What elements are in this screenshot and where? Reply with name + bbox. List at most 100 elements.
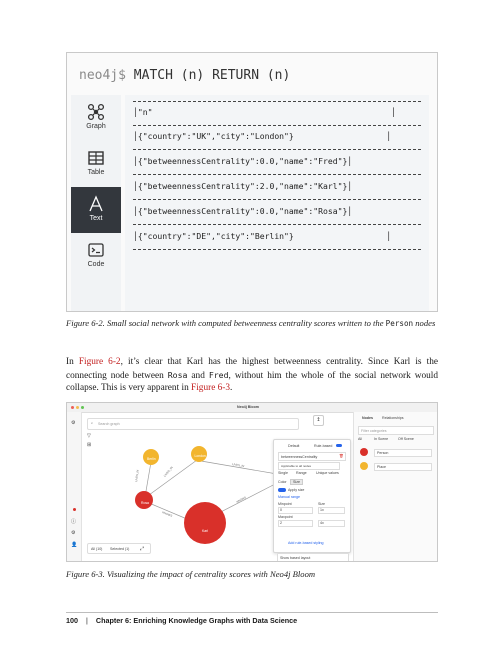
info-icon[interactable]: ⓘ bbox=[71, 519, 77, 525]
node-label: Rosa bbox=[141, 501, 149, 505]
perspective-icon[interactable]: ⚙ bbox=[71, 420, 76, 426]
table-border bbox=[133, 125, 421, 126]
node-label: Berlin bbox=[147, 457, 156, 461]
rule-toggle[interactable] bbox=[336, 444, 342, 447]
layout-icon[interactable]: ⊞ bbox=[87, 442, 92, 448]
node-label: London bbox=[195, 454, 206, 458]
node-karl[interactable]: Karl bbox=[184, 502, 226, 544]
category-place[interactable]: Place bbox=[374, 463, 432, 471]
query-bar[interactable]: neo4j$ MATCH (n) RETURN (n) bbox=[79, 61, 429, 91]
close-window-icon[interactable] bbox=[71, 406, 74, 409]
table-border bbox=[133, 199, 421, 200]
rule-styling-panel: Default Rule-based betweennessCentrality… bbox=[273, 439, 351, 553]
tab-size[interactable]: Size bbox=[290, 479, 303, 485]
body-paragraph: In Figure 6-2, it’s clear that Karl has … bbox=[66, 356, 438, 395]
inline-code: Rosa bbox=[167, 369, 188, 380]
option-range[interactable]: Range bbox=[296, 471, 307, 475]
window-titlebar: Neo4j Bloom bbox=[67, 403, 437, 413]
caption-text-end: nodes bbox=[413, 318, 436, 328]
query-text: MATCH (n) RETURN (n) bbox=[133, 68, 291, 83]
view-tab-label: Table bbox=[87, 169, 105, 176]
view-tab-table[interactable]: Table bbox=[71, 141, 121, 187]
maxpoint-label: Maxpoint bbox=[278, 515, 293, 519]
text: , without him the whole of the social ne… bbox=[66, 370, 438, 394]
add-rule-button[interactable]: Add rule-based styling bbox=[288, 541, 324, 545]
edge-label: LIVES_IN bbox=[163, 466, 174, 478]
option-single[interactable]: Single bbox=[278, 471, 288, 475]
tab-default[interactable]: Default bbox=[288, 444, 300, 448]
filter-icon[interactable]: ▽ bbox=[87, 433, 91, 439]
view-tab-code[interactable]: Code bbox=[71, 233, 121, 279]
expand-icon[interactable]: ⤢ bbox=[140, 545, 145, 552]
table-border bbox=[133, 249, 421, 250]
table-border bbox=[133, 224, 421, 225]
legend-panel: Nodes Relationships Filter categories Al… bbox=[353, 412, 437, 561]
view-tab-label: Graph bbox=[86, 123, 106, 130]
edge[interactable] bbox=[148, 502, 188, 520]
maximize-window-icon[interactable] bbox=[81, 406, 84, 409]
text: . bbox=[230, 383, 233, 394]
minimize-window-icon[interactable] bbox=[76, 406, 79, 409]
option-unique-values[interactable]: Unique values bbox=[316, 471, 339, 475]
result-header: │"n" │ bbox=[133, 107, 397, 117]
text-icon bbox=[89, 195, 103, 212]
text: and bbox=[187, 370, 209, 381]
inline-code: Fred bbox=[208, 369, 229, 380]
min-value-input[interactable]: 0 bbox=[278, 507, 313, 514]
tab-relationships[interactable]: Relationships bbox=[382, 416, 404, 420]
figure-6-2-caption: Figure 6-2. Small social network with co… bbox=[66, 318, 438, 329]
min-size-select[interactable]: 1x bbox=[318, 507, 345, 514]
edge-label: LIVES_IN bbox=[134, 469, 140, 482]
filter-categories-input[interactable]: Filter categories bbox=[358, 426, 434, 435]
search-placeholder: Search graph bbox=[98, 421, 120, 426]
edge[interactable] bbox=[144, 461, 152, 498]
tab-rule-based[interactable]: Rule-based bbox=[314, 444, 333, 448]
radio-off-scene[interactable]: Off Scene bbox=[398, 437, 414, 441]
table-border bbox=[133, 174, 421, 175]
max-size-select[interactable]: 4x bbox=[318, 520, 345, 527]
tab-nodes[interactable]: Nodes bbox=[362, 416, 373, 420]
edge[interactable] bbox=[200, 460, 284, 476]
notification-dot-icon bbox=[73, 508, 76, 511]
figure-link[interactable]: Figure 6-2 bbox=[78, 357, 121, 367]
figure-link[interactable]: Figure 6-3 bbox=[191, 383, 231, 394]
tab-color[interactable]: Color bbox=[278, 480, 287, 484]
footer-divider: | bbox=[86, 616, 88, 625]
result-view-sidebar: Graph Table Text Code bbox=[71, 95, 121, 311]
radio-in-scene[interactable]: In Scene bbox=[374, 437, 389, 441]
max-value-input[interactable]: 2 bbox=[278, 520, 313, 527]
search-icon: ⌕ bbox=[91, 421, 94, 425]
text: In bbox=[66, 357, 79, 367]
node-berlin[interactable]: Berlin bbox=[143, 449, 159, 465]
result-row: │{"country":"UK","city":"London"} │ bbox=[133, 131, 392, 141]
search-input[interactable]: ⌕ Search graph bbox=[87, 418, 299, 430]
selection-status[interactable]: All (10) Selected (1) ⤢ bbox=[87, 543, 151, 554]
layout-dropdown[interactable]: Show based layout bbox=[277, 553, 349, 561]
radio-all[interactable]: All bbox=[358, 437, 362, 441]
node-rosa[interactable]: Rosa bbox=[135, 491, 153, 509]
user-icon[interactable]: 👤 bbox=[71, 542, 78, 548]
export-button[interactable]: ↥ bbox=[313, 415, 324, 426]
text: , it’s clear that Karl has the highest b… bbox=[66, 357, 438, 381]
edge-label: KNOWS bbox=[236, 495, 247, 504]
query-prompt: neo4j$ bbox=[79, 68, 126, 83]
category-person[interactable]: Person bbox=[374, 449, 432, 457]
delete-icon[interactable]: 🗑 bbox=[339, 454, 344, 458]
settings-icon[interactable]: ⚙ bbox=[71, 530, 76, 536]
manual-range-checkbox[interactable]: Manual range bbox=[278, 495, 300, 499]
status-selected: Selected (1) bbox=[110, 546, 130, 551]
applicable-select[interactable]: Applicable to all nodes bbox=[278, 462, 340, 470]
view-tab-graph[interactable]: Graph bbox=[71, 95, 121, 141]
table-icon bbox=[88, 151, 104, 165]
view-tab-text[interactable]: Text bbox=[71, 187, 121, 233]
applicable-value: Applicable to all nodes bbox=[281, 464, 312, 468]
result-row: │{"country":"DE","city":"Berlin"} │ bbox=[133, 231, 392, 241]
caption-code: Person bbox=[385, 319, 414, 328]
figure-6-3-bloom: Neo4j Bloom ⚙ ⓘ ⚙ 👤 ⌕ Search graph ▽ ⊞ ↥… bbox=[66, 402, 438, 562]
category-label: Place bbox=[377, 465, 386, 469]
edge[interactable] bbox=[210, 480, 282, 518]
node-london[interactable]: London bbox=[191, 446, 207, 462]
edge[interactable] bbox=[148, 459, 198, 496]
property-select[interactable]: betweennessCentrality 🗑 bbox=[278, 452, 346, 461]
apply-size-toggle[interactable] bbox=[278, 488, 286, 492]
